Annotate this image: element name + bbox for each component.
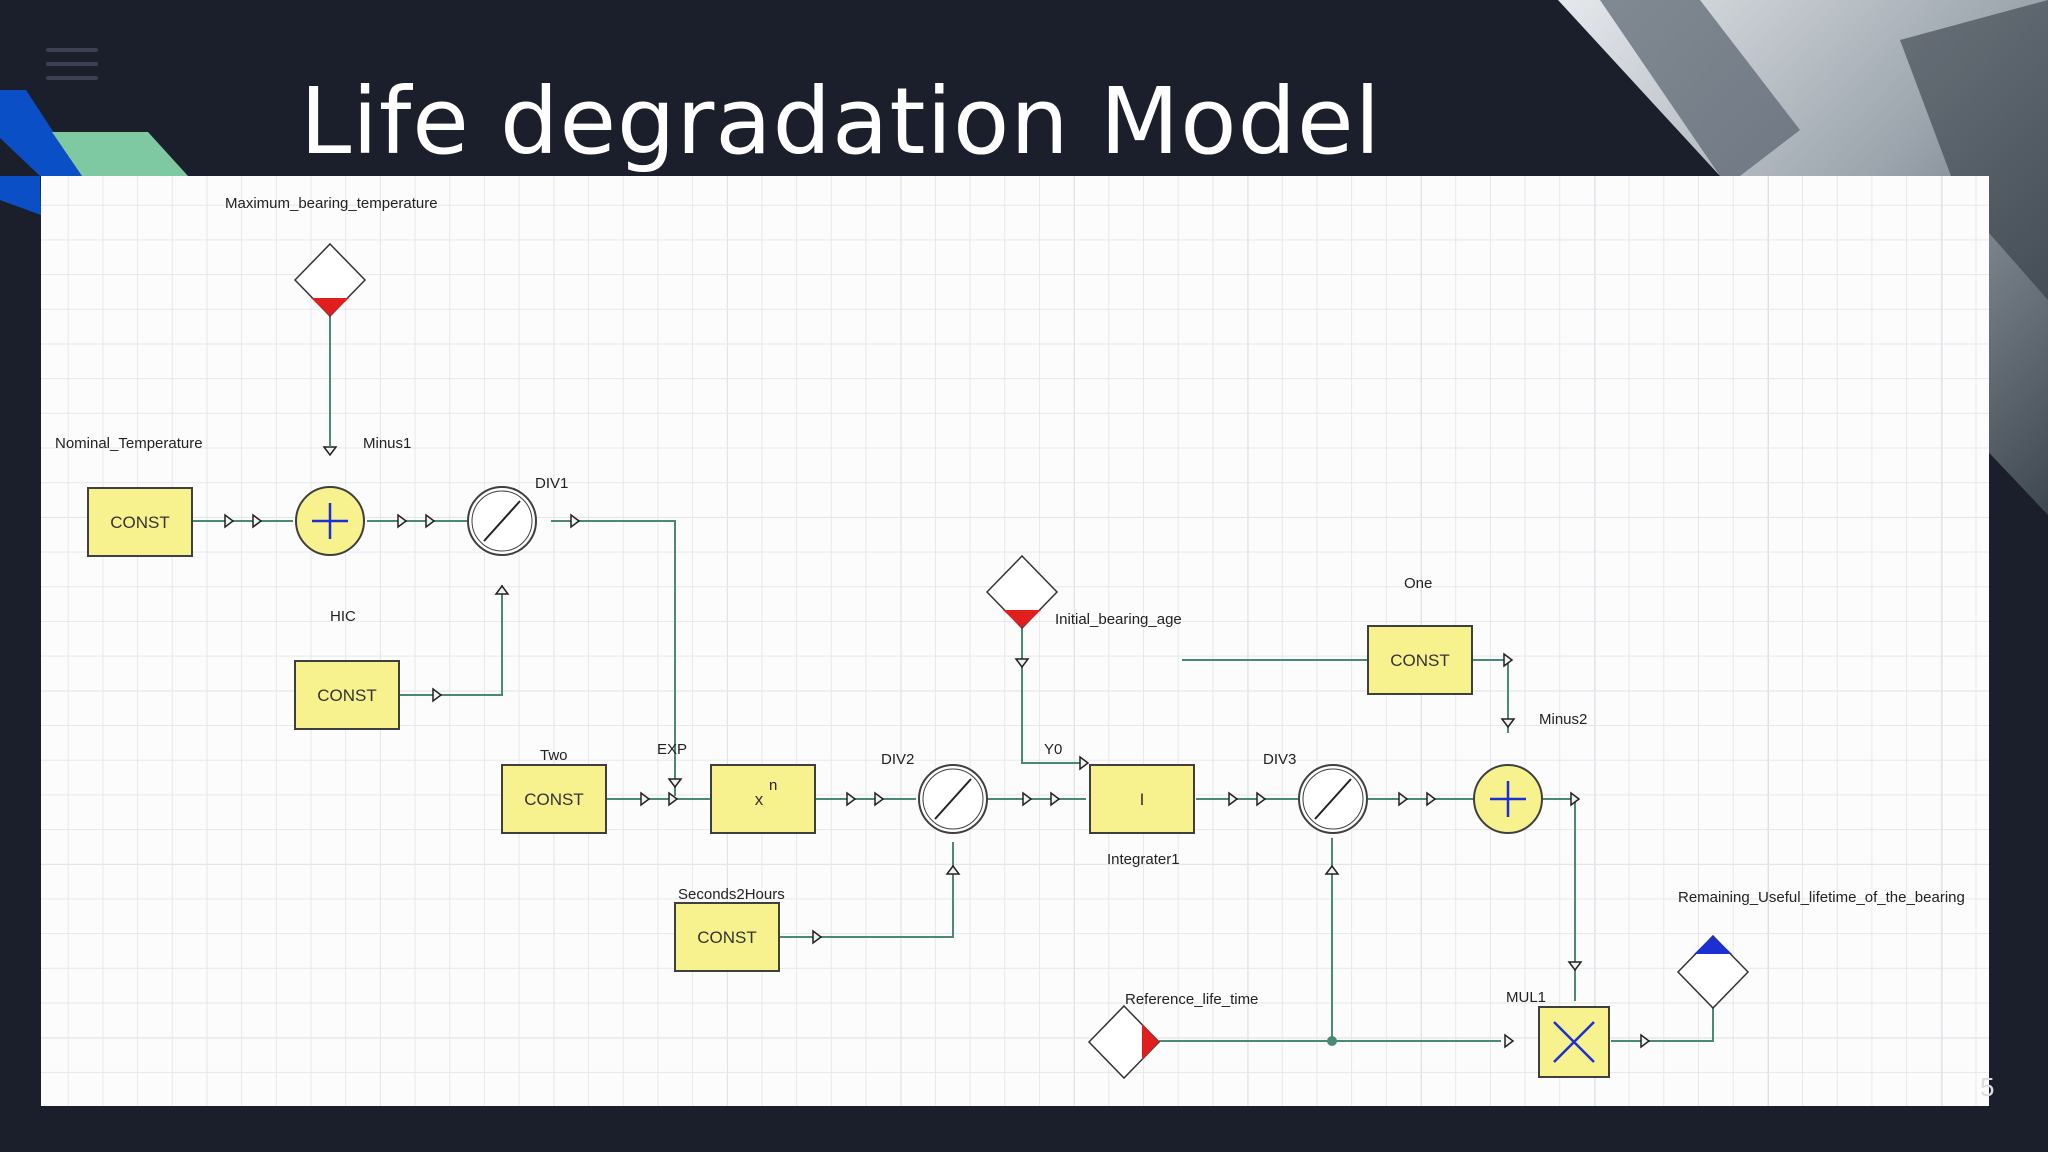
label-max-temp: Maximum_bearing_temperature — [225, 195, 438, 212]
divide-block-div1[interactable] — [467, 486, 537, 556]
port-arrows — [224, 446, 1651, 1049]
wire-minus2-mul1 — [1543, 798, 1576, 1001]
label-minus1: Minus1 — [363, 435, 411, 452]
reference-input-port[interactable] — [1087, 1004, 1161, 1080]
label-seconds2hours: Seconds2Hours — [678, 886, 785, 903]
divide-block-div3[interactable] — [1298, 764, 1368, 834]
divide-block-div2[interactable] — [918, 764, 988, 834]
multiply-block-mul1[interactable] — [1538, 1006, 1610, 1078]
label-div2: DIV2 — [881, 751, 914, 768]
remaining-output-port[interactable] — [1676, 934, 1750, 1010]
diagram-canvas: Maximum_bearing_temperature Nominal_Temp… — [41, 176, 1989, 1106]
label-mul1: MUL1 — [1506, 989, 1546, 1006]
integrator-text: I — [1140, 790, 1145, 809]
const-block-two[interactable]: CONST — [501, 764, 607, 834]
const-text: CONST — [524, 790, 584, 809]
label-remaining: Remaining_Useful_lifetime_of_the_bearing — [1678, 889, 1965, 906]
label-reference: Reference_life_time — [1125, 991, 1258, 1008]
block-diagram: Maximum_bearing_temperature Nominal_Temp… — [55, 195, 1965, 1080]
green-accent-shape — [52, 132, 188, 176]
sum-block-minus1[interactable] — [295, 486, 365, 556]
const-block-nominal[interactable]: CONST — [87, 487, 193, 557]
integrator-block[interactable]: I — [1089, 764, 1195, 834]
power-exp-text: n — [769, 777, 777, 794]
menu-icon[interactable] — [46, 48, 98, 84]
initial-age-input-port[interactable] — [985, 554, 1059, 630]
slide-number: 5 — [1980, 1072, 1995, 1102]
label-hic: HIC — [330, 608, 356, 625]
const-text: CONST — [1390, 651, 1450, 670]
slide-title: Life degradation Model — [300, 68, 1382, 175]
sum-block-minus2[interactable] — [1473, 764, 1543, 834]
label-nominal-temp: Nominal_Temperature — [55, 435, 203, 452]
const-block-seconds2hours[interactable]: CONST — [674, 902, 780, 972]
power-base-text: x — [755, 790, 764, 809]
blue-accent-shape — [0, 90, 82, 176]
const-text: CONST — [317, 686, 377, 705]
const-block-one[interactable]: CONST — [1367, 625, 1473, 695]
wire-div1-exp — [551, 520, 676, 796]
label-exp: EXP — [657, 741, 687, 758]
wire-junction — [1327, 1036, 1337, 1046]
const-text: CONST — [697, 928, 757, 947]
label-y0: Y0 — [1044, 741, 1062, 758]
wire-hic-div1 — [399, 585, 503, 696]
label-initial-age: Initial_bearing_age — [1055, 611, 1182, 628]
label-integrator: Integrater1 — [1107, 851, 1180, 868]
connection-wires — [191, 301, 1714, 1042]
label-two: Two — [540, 747, 568, 764]
const-block-hic[interactable]: CONST — [294, 660, 400, 730]
wire-initage-integrator — [1021, 623, 1086, 764]
const-text: CONST — [110, 513, 170, 532]
label-one: One — [1404, 575, 1432, 592]
label-div3: DIV3 — [1263, 751, 1296, 768]
power-block[interactable]: x n — [710, 764, 816, 834]
label-div1: DIV1 — [535, 475, 568, 492]
wire-mul1-remaining — [1611, 1003, 1714, 1042]
label-minus2: Minus2 — [1539, 711, 1587, 728]
max-temp-input-port[interactable] — [293, 242, 367, 318]
wire-sec2hr-div2 — [779, 842, 954, 938]
